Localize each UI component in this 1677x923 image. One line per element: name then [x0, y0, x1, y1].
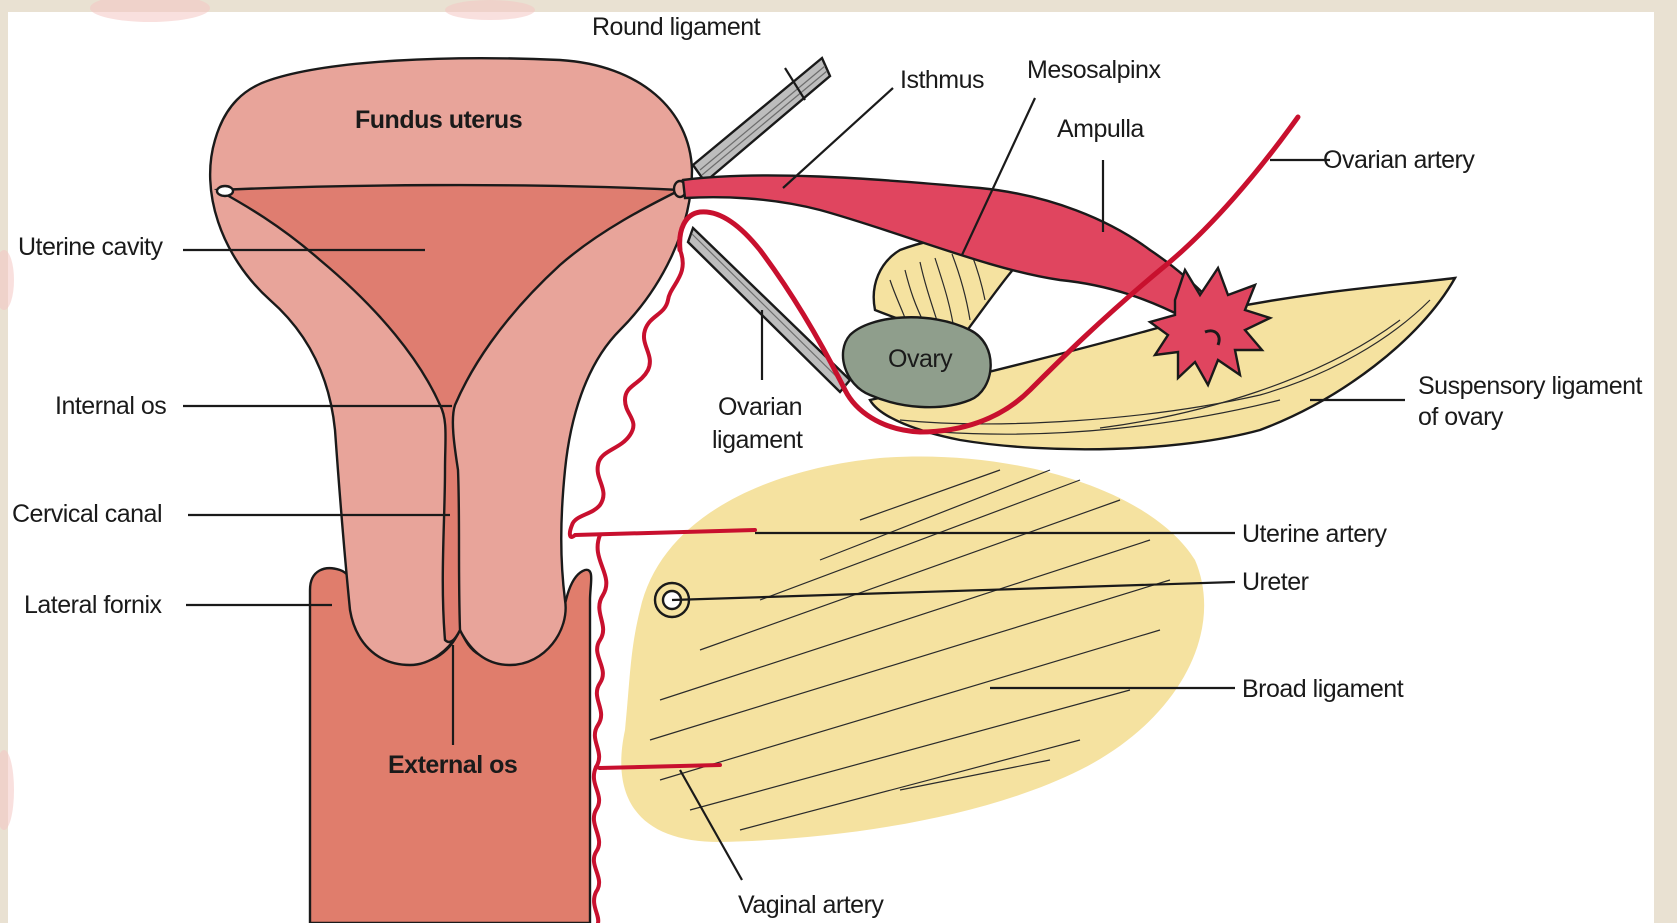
ovarian-ligament-label-line2: ligament: [712, 426, 803, 454]
broad-ligament-label: Broad ligament: [1242, 675, 1404, 703]
isthmus-label: Isthmus: [900, 66, 984, 94]
broad-ligament: [621, 456, 1204, 842]
ovarian-ligament-band: [688, 228, 850, 392]
ovary-label: Ovary: [888, 345, 953, 373]
fundus-uterus-label: Fundus uterus: [355, 106, 522, 134]
ovarian-ligament-label-line1: Ovarian: [718, 393, 802, 421]
round-ligament-label: Round ligament: [592, 13, 761, 41]
uterus: [210, 58, 692, 665]
lateral-fornix-label: Lateral fornix: [24, 591, 163, 619]
ampulla-label: Ampulla: [1057, 115, 1144, 143]
external-os-label: External os: [388, 751, 517, 779]
ovary: Ovary: [843, 317, 991, 407]
vaginal-artery-label: Vaginal artery: [738, 891, 884, 919]
cervical-canal-label: Cervical canal: [12, 500, 162, 528]
mesosalpinx-label: Mesosalpinx: [1027, 56, 1161, 84]
internal-os-label: Internal os: [55, 392, 166, 420]
ovarian-artery-label: Ovarian artery: [1323, 146, 1475, 174]
uterine-cavity-label: Uterine cavity: [18, 233, 163, 261]
suspensory-ligament-label-line2: of ovary: [1418, 403, 1504, 431]
uterine-artery-label: Uterine artery: [1242, 520, 1387, 548]
ureter-label: Ureter: [1242, 568, 1309, 596]
suspensory-ligament-label-line1: Suspensory ligament: [1418, 372, 1643, 400]
